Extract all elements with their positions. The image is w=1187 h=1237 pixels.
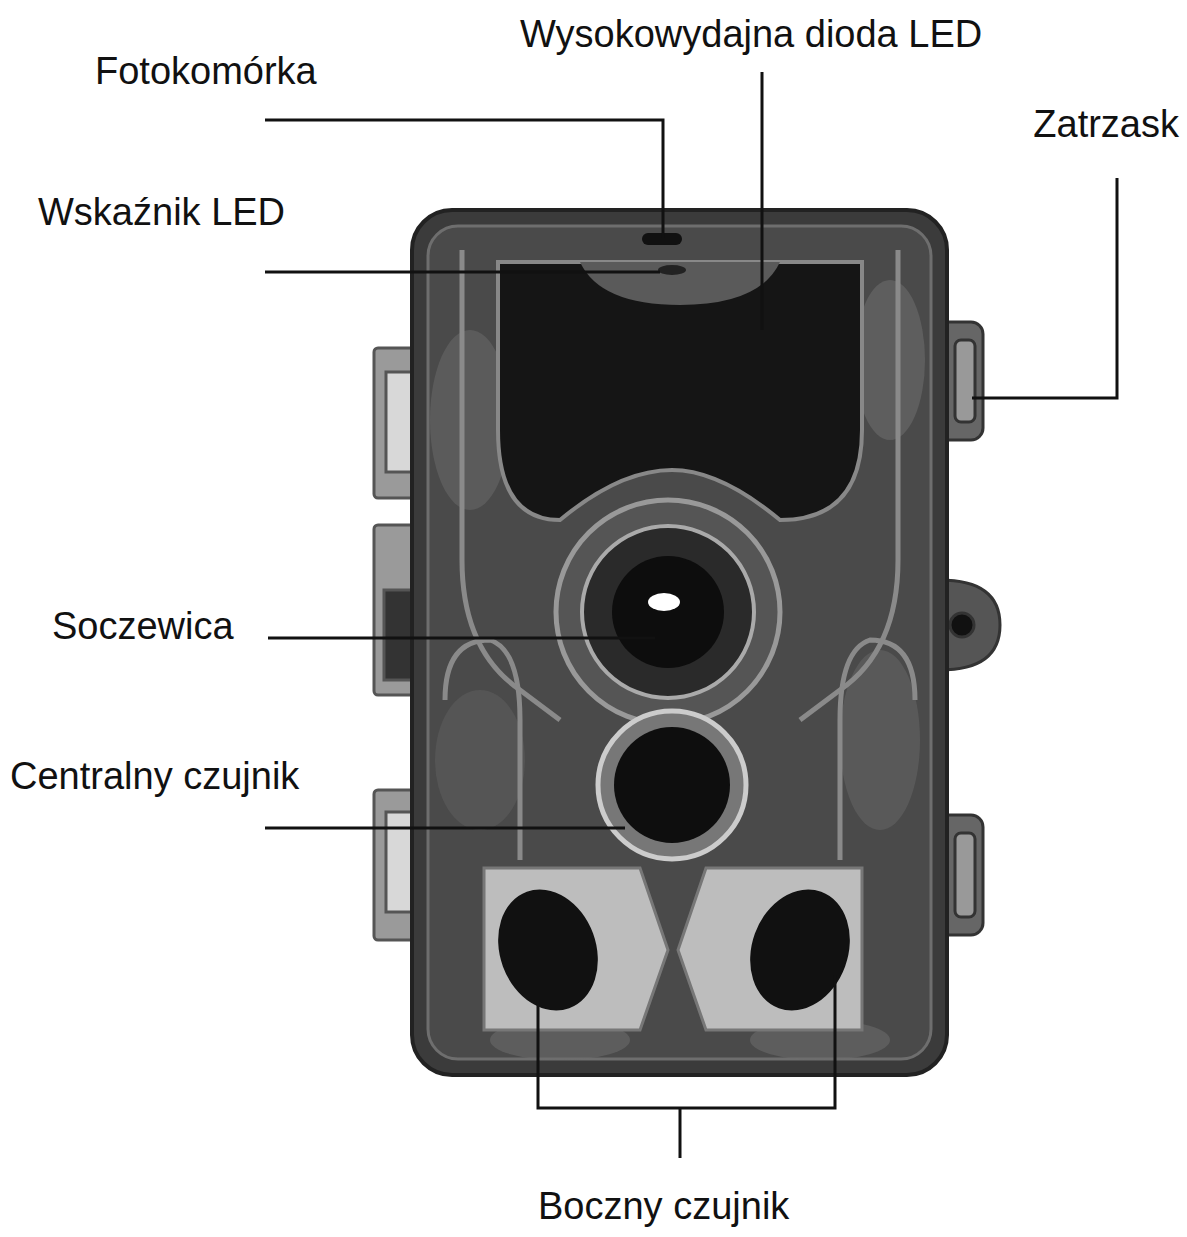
side-sensor	[734, 875, 867, 1024]
central-sensor	[614, 727, 730, 843]
part-label: Centralny czujnik	[10, 754, 299, 800]
indicator-led	[658, 265, 686, 275]
part-label: Boczny czujnik	[538, 1184, 789, 1230]
part-label: Zatrzask	[1033, 102, 1179, 148]
lens	[612, 556, 724, 668]
central-sensor-ring	[598, 711, 746, 859]
part-label: Soczewica	[52, 604, 234, 650]
part-label: Fotokomórka	[95, 49, 317, 95]
led-window	[498, 262, 862, 520]
side-sensor	[482, 875, 615, 1024]
lens-ring	[556, 500, 780, 724]
leader-line	[265, 72, 1117, 1158]
camera-housing	[412, 210, 947, 1075]
sensor-bar	[580, 262, 780, 305]
lens-housing	[582, 526, 754, 698]
housing-rim	[428, 226, 931, 1059]
housing-groove	[445, 250, 915, 860]
part-label: Wysokowydajna dioda LED	[520, 12, 982, 58]
part-label: Wskaźnik LED	[38, 190, 285, 236]
lens-highlight	[648, 593, 680, 611]
